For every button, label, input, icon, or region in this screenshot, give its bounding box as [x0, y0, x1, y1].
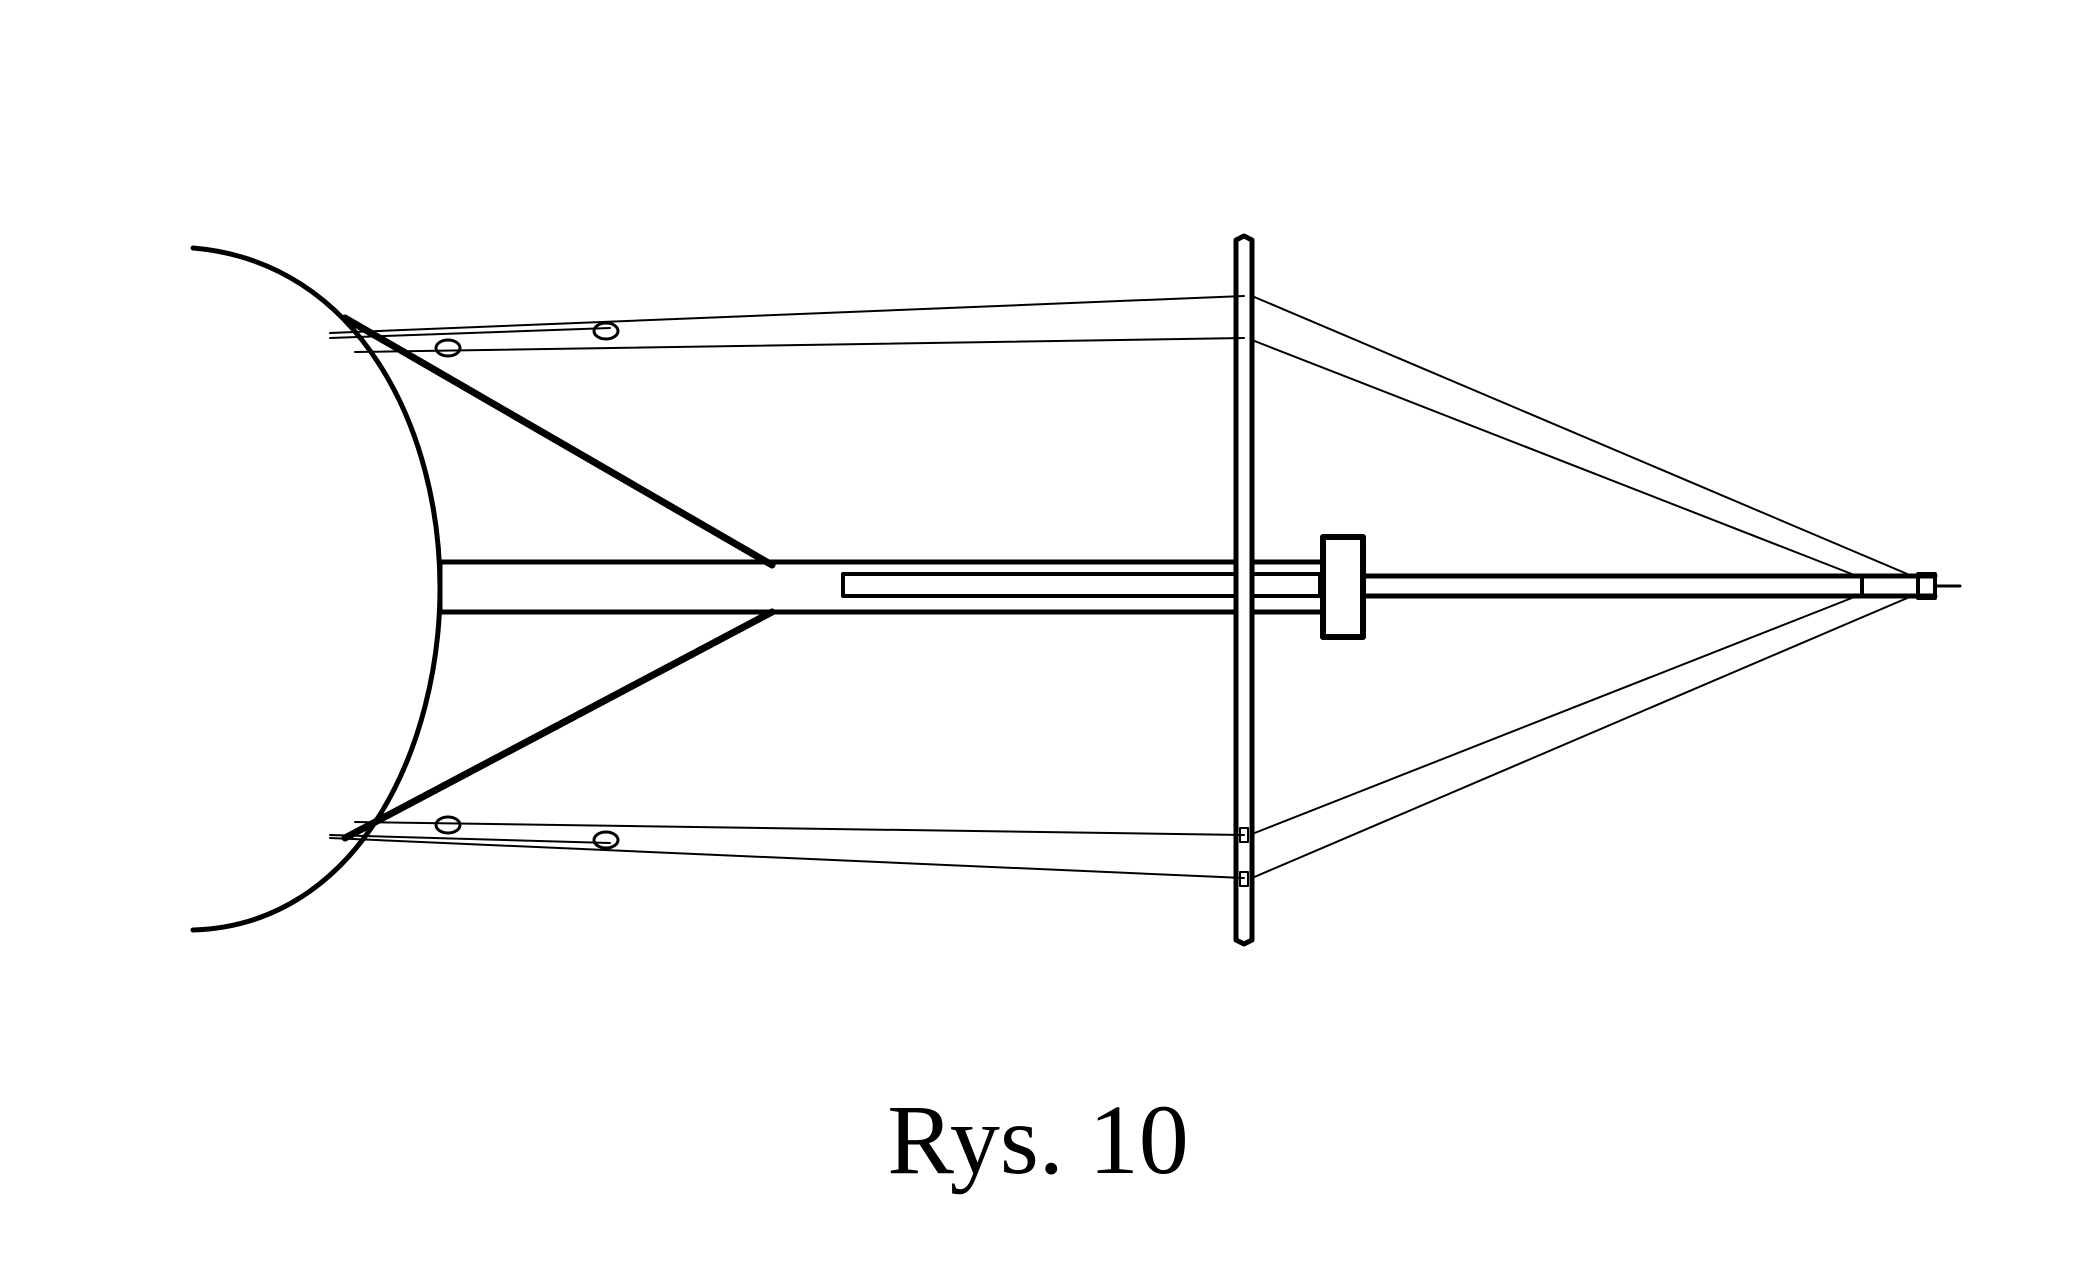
- upper-stay-1: [329, 295, 1245, 334]
- lower-block-2: [592, 830, 620, 850]
- figure-caption: Rys. 10: [887, 1084, 1189, 1195]
- spreader-bar: [1233, 233, 1255, 947]
- spreader-fitting-lower: [1239, 871, 1249, 887]
- upper-outer-stay-1: [1251, 295, 1913, 577]
- lower-stay-1: [329, 837, 1245, 879]
- upper-outer-stay-2: [1251, 339, 1863, 579]
- upper-block-2: [592, 321, 620, 341]
- lower-brace: [341, 608, 776, 842]
- lower-outer-stay-1: [1251, 595, 1913, 879]
- lower-outer-stay-2: [1251, 593, 1863, 835]
- lower-stay-2: [354, 821, 1245, 836]
- boom-collar: [1320, 534, 1366, 640]
- upper-stay-3: [329, 327, 611, 339]
- lower-stay-3: [329, 834, 611, 844]
- upper-brace: [341, 314, 776, 569]
- upper-block-1: [434, 338, 462, 358]
- upper-stay-2: [354, 337, 1245, 353]
- bowsprit-boom: [437, 559, 1333, 615]
- lower-block-1: [434, 815, 462, 835]
